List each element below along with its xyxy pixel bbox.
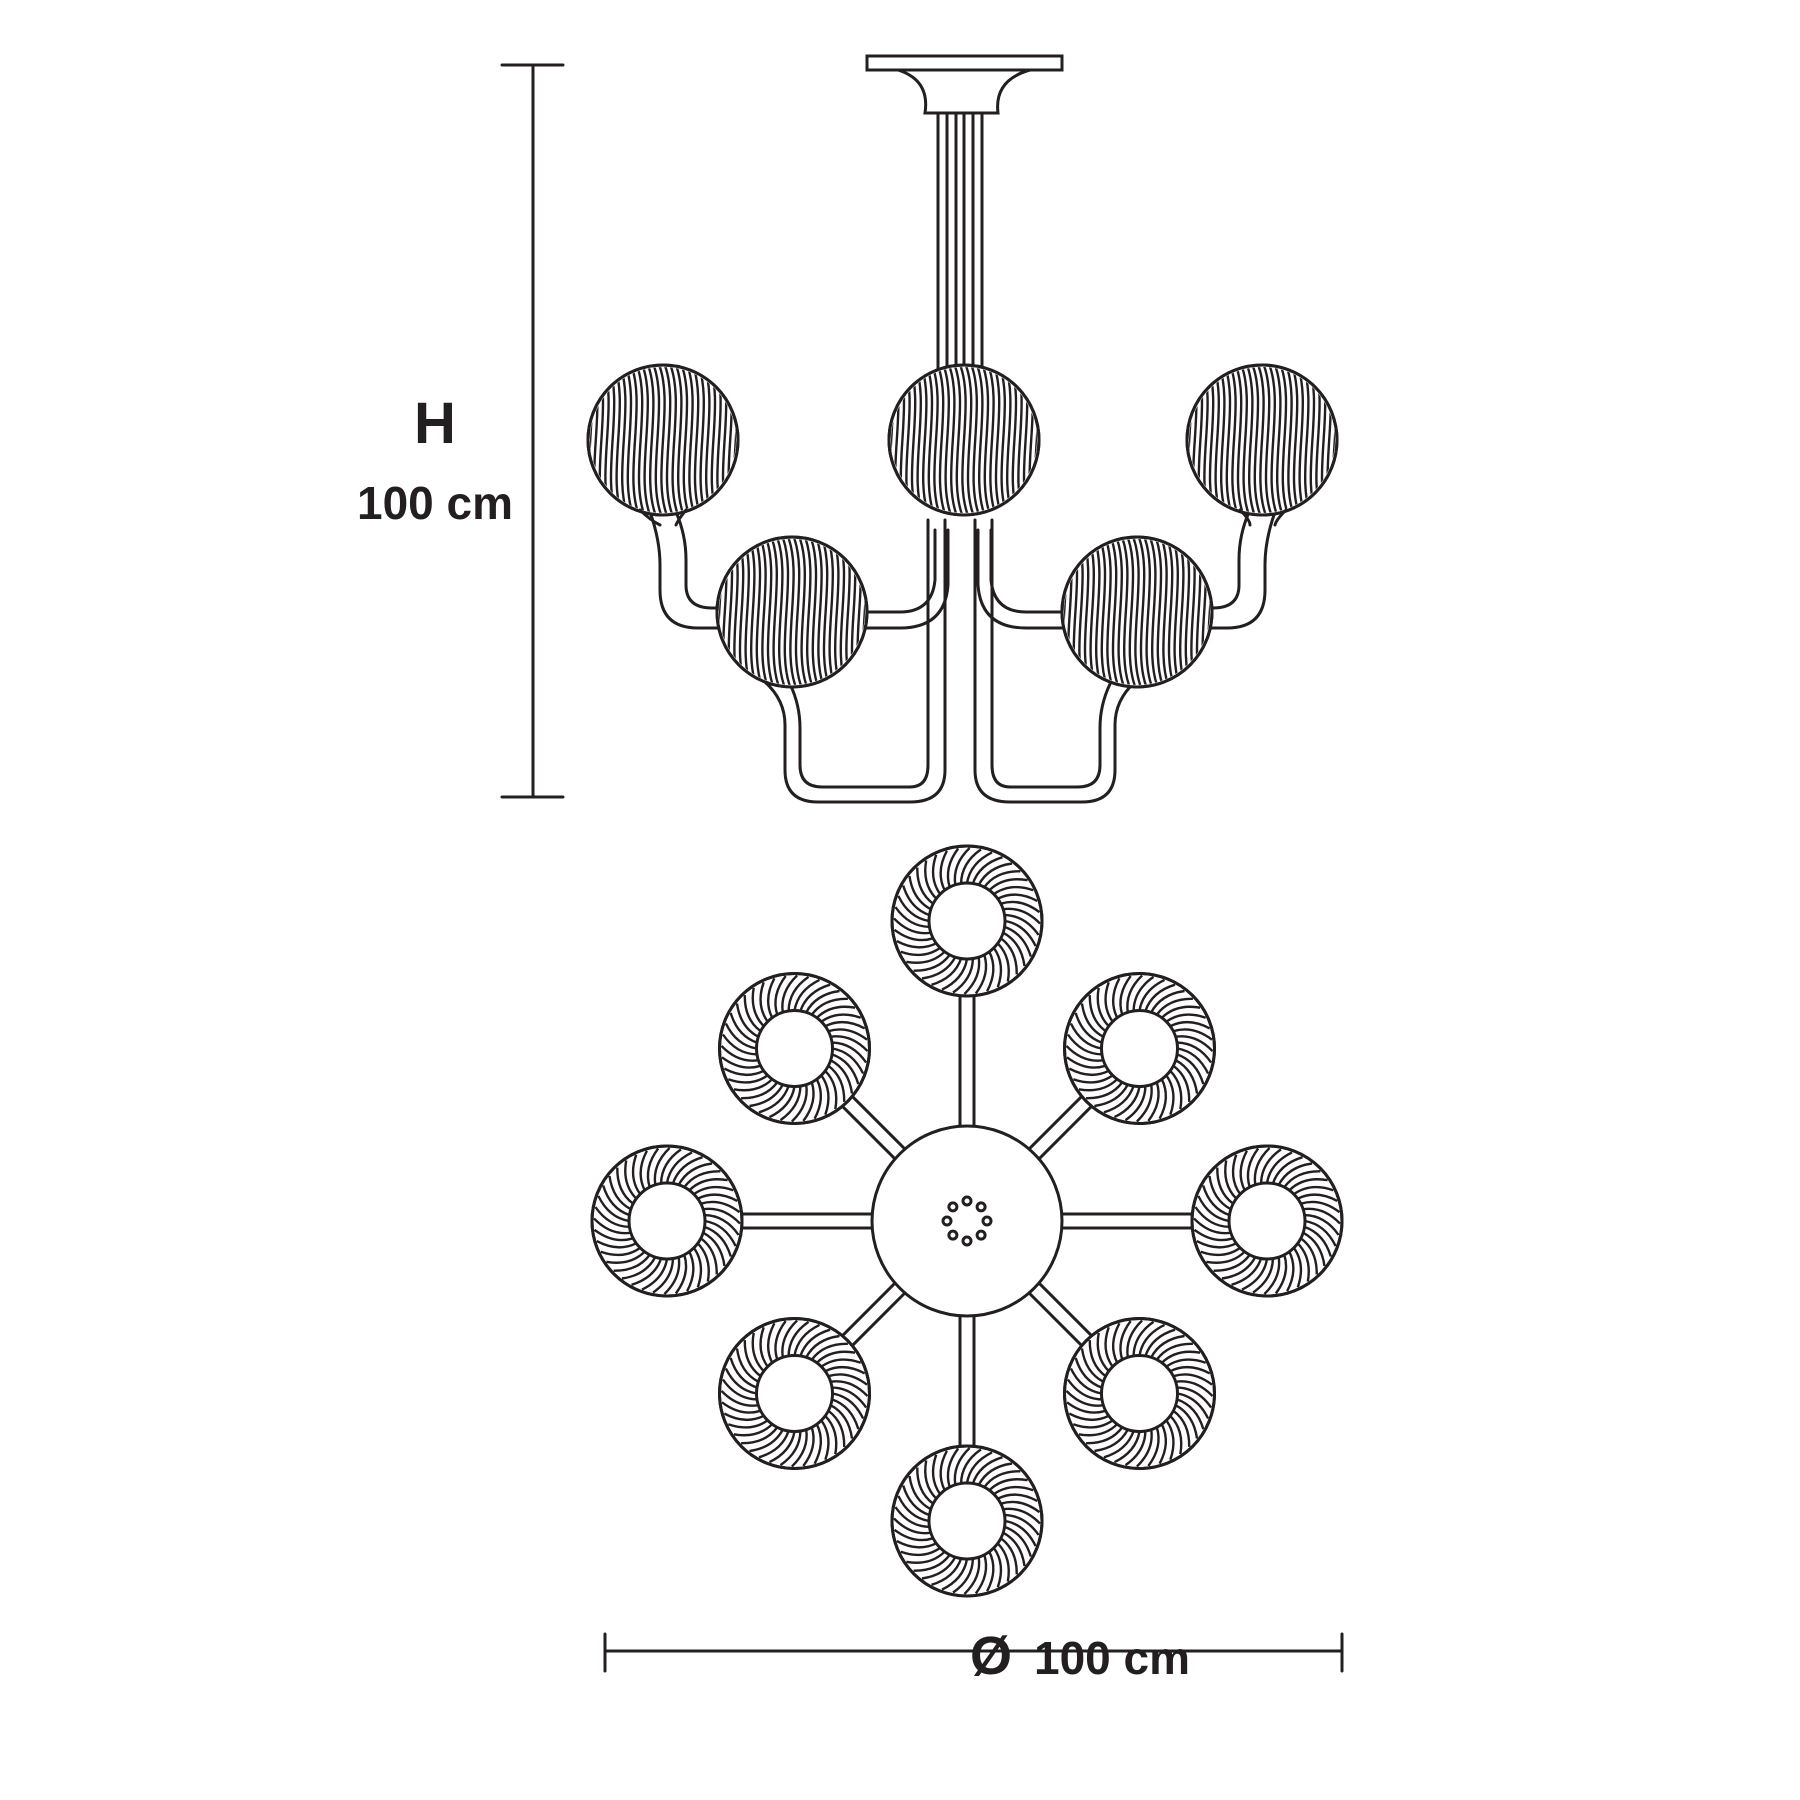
spoke-top-right-edge-a [1037,1104,1093,1161]
hub-hole [947,1201,959,1213]
globe-top-bottom-right [1063,1317,1216,1470]
hub-hole [981,1215,993,1227]
top-view [590,844,1344,1598]
side-view [584,54,1341,804]
hub-hole [975,1229,987,1241]
diameter-value: 100 cm [1034,1632,1191,1684]
hub-hole [941,1215,953,1227]
height-label: H [414,391,456,456]
globe-top-bottom [890,1444,1044,1598]
globe-top-top-left [718,972,871,1125]
hub-hole [961,1235,973,1247]
center-hub [870,1124,1064,1318]
spoke-bottom-left-edge-a [841,1281,897,1338]
height-value: 100 cm [356,477,513,529]
hub-hole [947,1229,959,1241]
diameter-symbol: Ø [969,1626,1012,1686]
globe-side-right-upper [1183,360,1341,520]
spoke-top-right-edge-b [1027,1095,1084,1151]
spokes [740,994,1194,1448]
globe-top-top [890,844,1044,998]
upper-arms [648,510,1277,630]
height-dimension [500,63,565,799]
globe-top-left [590,1144,744,1298]
lower-arms [763,518,1137,804]
globe-top-bottom-left [718,1317,871,1470]
globe-side-center-upper [885,360,1043,520]
hub-hole [975,1201,987,1213]
hub-hole [961,1195,973,1207]
spoke-bottom-left-edge-b [850,1291,907,1347]
globe-top-right [1190,1144,1344,1298]
spoke-top-left-edge-a [850,1095,907,1151]
spoke-bottom-right-edge-a [1027,1291,1084,1347]
diameter-dimension [603,1632,1344,1673]
globe-side-left-upper [584,360,742,520]
stem [936,111,984,372]
spoke-top-left-edge-b [841,1104,897,1161]
globe-side-right-lower [1058,532,1216,692]
diameter-label: Ø 100 cm [920,1629,1240,1684]
spoke-bottom-right-edge-b [1037,1281,1093,1338]
hub-holes [941,1195,993,1247]
globe-top-top-right [1063,972,1216,1125]
globe-side-left-lower [713,532,871,692]
